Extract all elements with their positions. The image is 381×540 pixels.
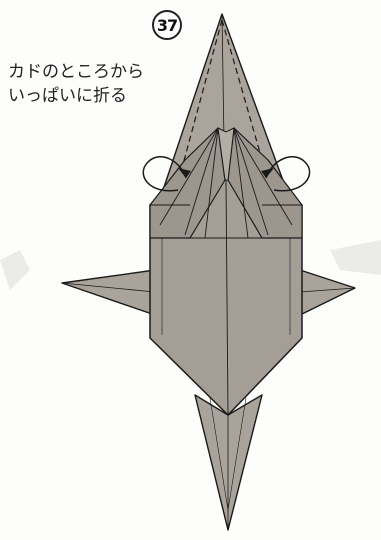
left-wing	[61, 269, 156, 316]
tail-crease-right	[227, 397, 247, 511]
step-number: 37	[156, 15, 178, 35]
tail-crease-left	[209, 397, 229, 511]
instruction-text: カドのところから いっぱいに折る	[8, 60, 198, 108]
flap-creases	[150, 127, 302, 239]
fold-arrow-right-icon	[261, 156, 311, 192]
instruction-line-1: カドのところから	[8, 62, 144, 82]
fold-arrow-left-icon	[142, 156, 191, 192]
instruction-line-2: いっぱいに折る	[8, 86, 127, 106]
left-wing-crease	[61, 282, 156, 293]
right-wing	[299, 269, 356, 316]
body-center-crease	[225, 179, 229, 416]
valley-fold-line-left	[171, 19, 223, 206]
step-number-badge: 37	[152, 10, 182, 40]
center-inner-layer	[217, 127, 235, 181]
background-faint-shapes	[0, 240, 381, 290]
tail-point	[194, 394, 263, 531]
right-wing-crease	[299, 287, 356, 293]
